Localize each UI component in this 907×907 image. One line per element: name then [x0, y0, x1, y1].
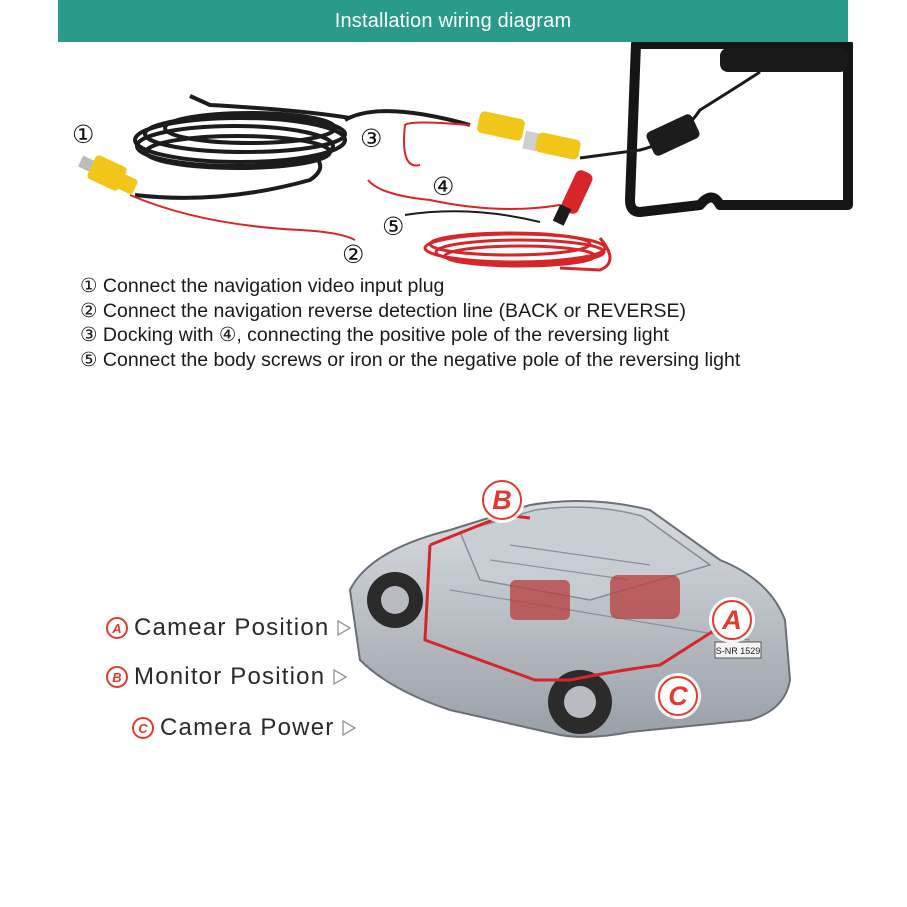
ground-wire: [404, 210, 541, 223]
marker-5: ⑤: [382, 212, 405, 241]
license-plate: [714, 641, 762, 659]
camera-bar: [720, 48, 848, 72]
instruction-2: ② Connect the navigation reverse detecti…: [80, 299, 687, 322]
seat-front: [510, 580, 570, 620]
wiring-harness-illustration: [78, 42, 853, 272]
rca-plug-video-input: [78, 155, 138, 195]
legend-monitor-position: B Monitor Position: [106, 663, 348, 691]
legend-camera-position: A Camear Position: [106, 614, 352, 642]
page-header: Installation wiring diagram: [58, 0, 848, 42]
instruction-list: ① Connect the navigation video input plu…: [80, 274, 880, 372]
badge-b: B: [106, 666, 128, 688]
legend-camera-power: C Camera Power: [132, 714, 357, 742]
red-power-coil: [367, 121, 612, 272]
license-plate-text: S-NR 1529: [716, 646, 761, 656]
legend-label: Monitor Position: [134, 663, 326, 690]
seat-rear: [610, 575, 680, 619]
legend-label: Camera Power: [160, 714, 335, 741]
marker-1: ①: [72, 120, 95, 149]
wheels: [367, 572, 612, 734]
reverse-detection-wire: [129, 194, 356, 241]
license-plate-frame: [625, 42, 853, 217]
instruction-1: ① Connect the navigation video input plu…: [80, 275, 445, 297]
instruction-4: ⑤ Connect the body screws or iron or the…: [80, 348, 741, 371]
callout-a: A: [712, 600, 752, 640]
marker-2: ②: [342, 240, 365, 269]
black-cable-coil: [133, 94, 471, 200]
instruction-3: ③ Docking with ④, connecting the positiv…: [80, 324, 669, 346]
badge-a: A: [106, 617, 128, 639]
callout-c: C: [658, 676, 698, 716]
marker-3: ③: [360, 124, 383, 153]
badge-c: C: [132, 717, 154, 739]
marker-4: ④: [432, 172, 455, 201]
legend-label: Camear Position: [134, 614, 330, 641]
cable-junction: [646, 114, 700, 156]
callout-b: B: [482, 480, 522, 520]
dc-power-plug: [552, 170, 593, 226]
header-title: Installation wiring diagram: [334, 9, 572, 32]
rca-connector-camera: [477, 111, 581, 160]
